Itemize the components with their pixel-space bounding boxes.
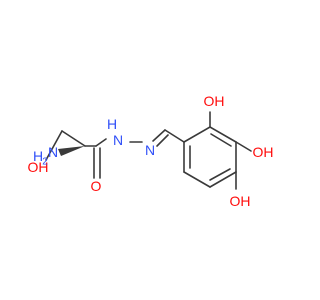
ring-hydroxyl-label-4: OH	[230, 193, 251, 209]
bond-o-ch2	[45, 130, 63, 161]
bond-ch-ring	[164, 129, 185, 143]
carbonyl-oxygen-label: O	[91, 178, 102, 194]
bond-ring-c2-c3-inner	[210, 133, 232, 147]
bond-ring-c5-c6	[183, 171, 211, 188]
amine-n-label: N	[48, 144, 58, 160]
ring-hydroxyl-label-3: OH	[253, 144, 274, 160]
molecule-structure-diagram: OH H 2 N O H N N OH OH OH	[28, 93, 274, 209]
bond-ring-c1-c2	[183, 126, 211, 143]
ring-hydroxyl-label-2: OH	[204, 93, 225, 109]
hydrazide-h-label: H	[107, 116, 117, 132]
bond-ring-c4-c5	[209, 171, 237, 188]
bond-calpha-nh2-wedge	[58, 146, 85, 156]
bond-ring-c4-c5-inner	[209, 168, 231, 181]
imine-n-label: N	[145, 142, 155, 158]
bond-ring-oh-3	[235, 141, 252, 152]
bond-layer	[45, 111, 252, 190]
atom-label-layer: OH H 2 N O H N N OH OH OH	[28, 93, 274, 209]
hydroxyl-label-top: OH	[28, 159, 49, 175]
bond-ccarbonyl-nh	[95, 138, 107, 147]
amine-h-label: H	[33, 148, 43, 164]
hydrazide-n-label: N	[113, 132, 123, 148]
bond-n-ch-1	[152, 129, 166, 142]
amine-subscript-2: 2	[42, 157, 48, 168]
bond-ring-c2-c3	[209, 126, 237, 143]
bond-ch2-calpha	[61, 130, 86, 147]
bond-n-ch-2	[156, 134, 169, 147]
